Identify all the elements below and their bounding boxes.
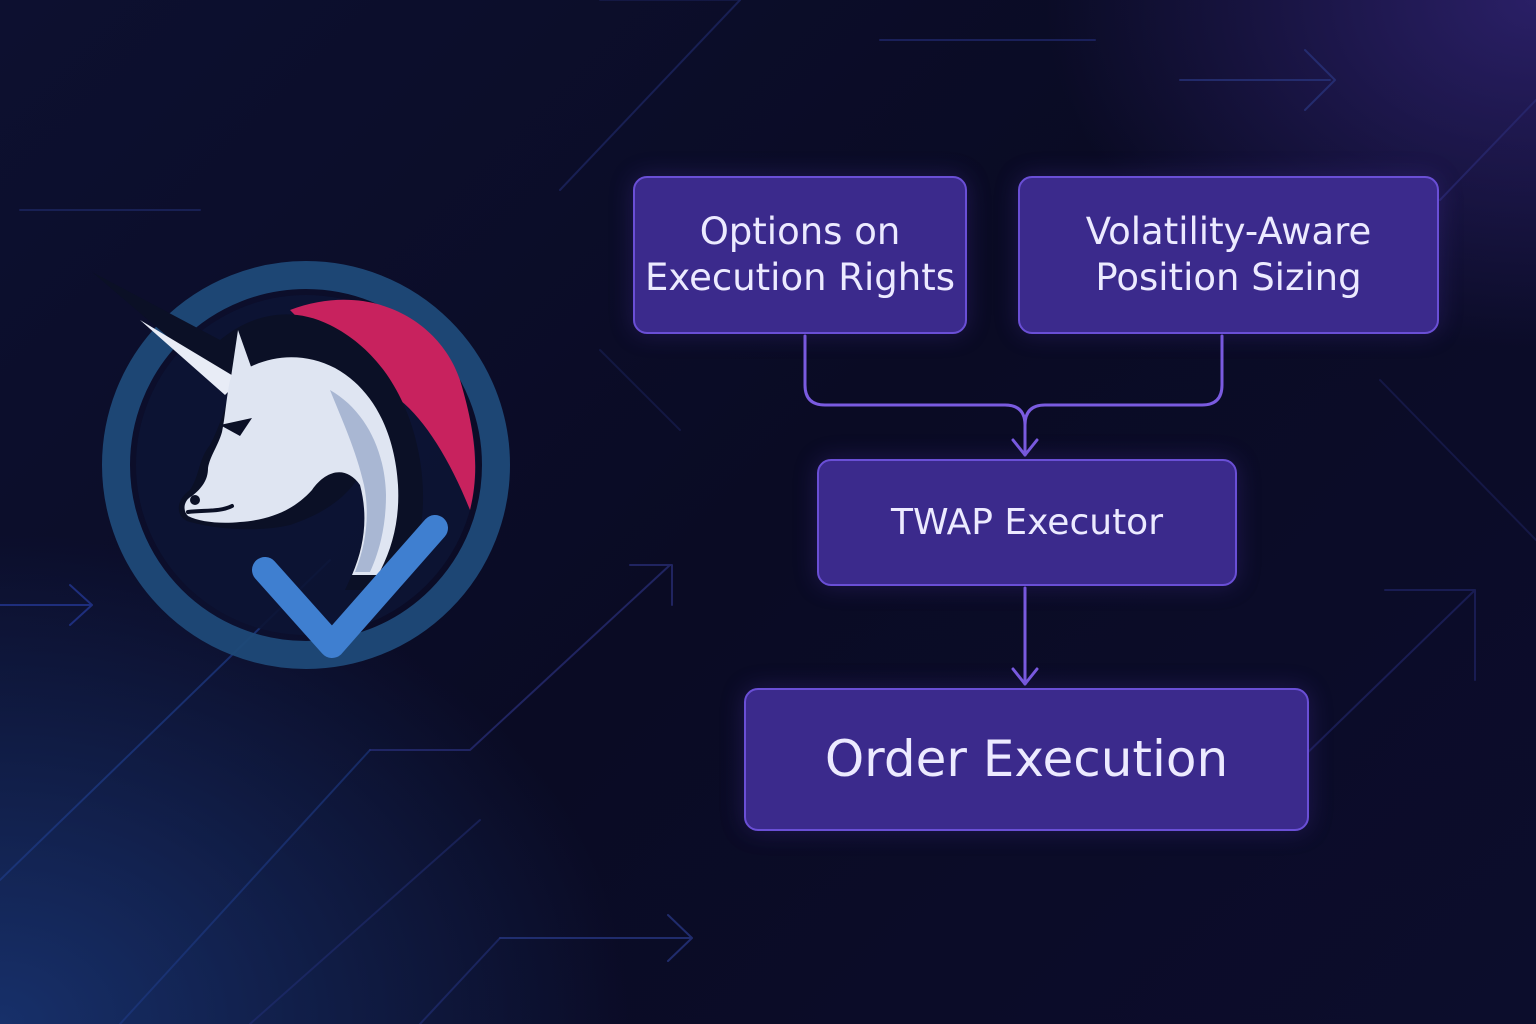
connector-options-to-twap xyxy=(803,334,1027,457)
bg-diagonal-8 xyxy=(1379,379,1536,541)
unicorn-eye xyxy=(220,418,252,436)
node-volatility-line2: Position Sizing xyxy=(1095,256,1362,299)
node-twap-label: TWAP Executor xyxy=(890,502,1164,543)
node-options-line1: Options on xyxy=(699,209,901,253)
arrowhead-order xyxy=(1011,667,1039,686)
unicorn-neck-shade xyxy=(330,390,386,572)
node-volatility-line1: Volatility-Aware xyxy=(1085,209,1372,253)
unicorn-mouth xyxy=(186,504,234,514)
node-order-execution: Order Execution xyxy=(744,688,1309,831)
checkmark-icon xyxy=(252,515,448,658)
bg-arrow-top-right xyxy=(1179,49,1336,111)
bg-arrow-bottom xyxy=(499,914,693,962)
node-volatility-aware-position-sizing: Volatility-Aware Position Sizing xyxy=(1018,176,1439,334)
node-order-label: Order Execution xyxy=(824,730,1229,789)
bg-diagonal-3 xyxy=(1439,99,1536,201)
bg-arrow-left xyxy=(0,584,93,626)
node-options-line2: Execution Rights xyxy=(644,256,956,299)
connector-volatility-to-twap xyxy=(1023,334,1224,427)
node-options-on-execution-rights: Options on Execution Rights xyxy=(633,176,967,334)
unicorn-horn xyxy=(140,320,240,395)
bg-diagonal-9 xyxy=(599,349,681,431)
unicorn-ear xyxy=(230,330,255,384)
unicorn-logo-icon xyxy=(92,261,510,669)
logo-ring xyxy=(102,261,510,669)
arrowhead-twap xyxy=(1011,438,1039,457)
bg-arrow-right xyxy=(1299,589,1476,761)
node-twap-executor: TWAP Executor xyxy=(817,459,1237,586)
bg-arrow-middle xyxy=(369,564,673,751)
bg-diagonal-7 xyxy=(419,937,501,1024)
bg-diagonal-6 xyxy=(249,819,481,1024)
unicorn-nostril xyxy=(190,495,200,505)
bg-diagonal-1 xyxy=(559,0,741,191)
bg-diagonal-5 xyxy=(119,749,371,1024)
